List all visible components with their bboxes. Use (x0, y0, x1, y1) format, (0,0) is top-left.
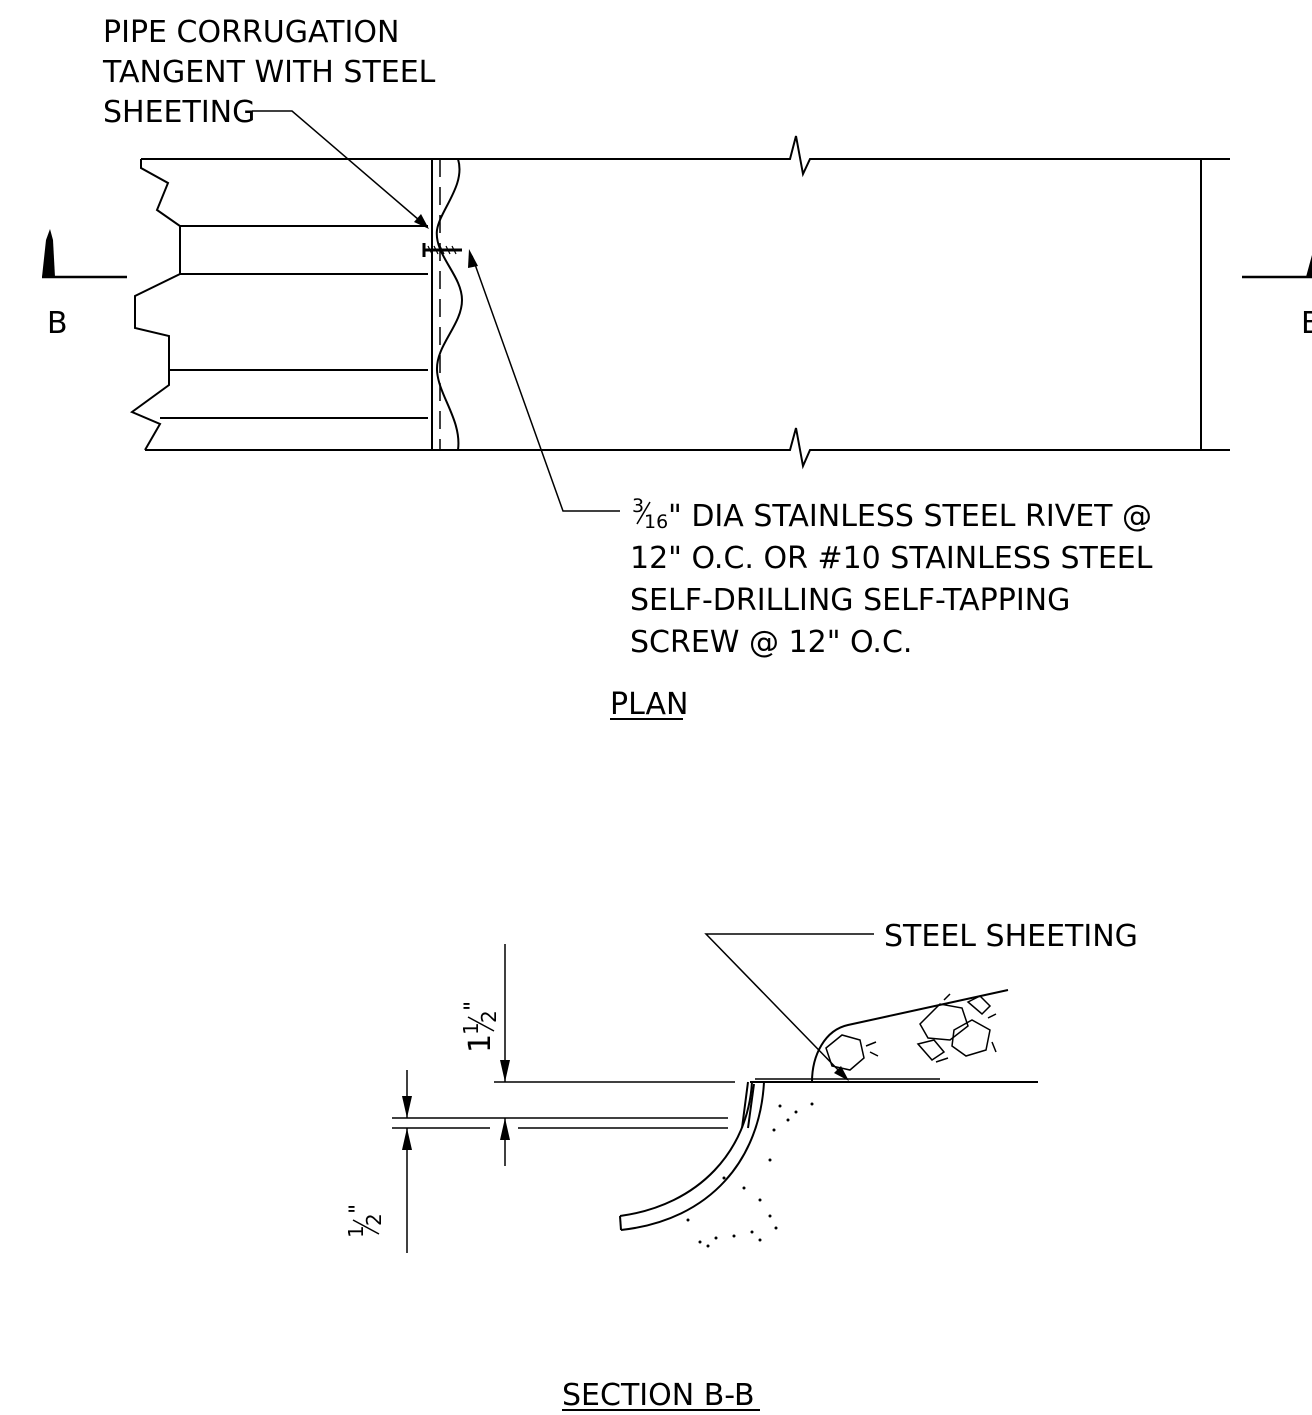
dimension-upper-text: 1 1 2 " (459, 1001, 501, 1053)
fastener-fraction-num: 3 (632, 495, 644, 517)
sheeting-bent-edge (741, 1081, 755, 1129)
section-cut-mark-right (1242, 255, 1312, 279)
pipe-wall-outer (619, 1081, 753, 1217)
soil-stipple (686, 1102, 814, 1248)
plan-view: PIPE CORRUGATION TANGENT WITH STEEL SHEE… (42, 15, 1312, 722)
dim-upper-slash (467, 1016, 495, 1032)
dimension-arrowheads (402, 1060, 510, 1150)
dim-upper-mark: " (461, 1001, 486, 1011)
pipe-wall-end (619, 1215, 622, 1231)
dimension-lines (392, 944, 735, 1253)
section-mark-left-label: B (47, 306, 68, 341)
section-mark-right-label: B (1301, 306, 1312, 341)
fastener-fraction-slash (636, 501, 651, 525)
section-cut-mark-left (42, 229, 127, 279)
pipe-wall-inner (620, 1081, 765, 1231)
sheeting-break-edge (129, 159, 181, 451)
fastener-line2: 12" O.C. OR #10 STAINLESS STEEL (630, 541, 1153, 576)
dim-lower-num: 1 (344, 1225, 368, 1238)
fastener-line1: " DIA STAINLESS STEEL RIVET @ (668, 499, 1152, 534)
riprap-mound (811, 989, 1009, 1083)
pipe-corrugation-profile (435, 158, 464, 451)
dim-upper-whole: 1 (463, 1034, 498, 1053)
fastener-screw-icon (422, 243, 462, 257)
dim-lower-mark: " (346, 1204, 371, 1214)
plan-bottom-edge (145, 427, 1230, 470)
plan-title: PLAN (610, 687, 688, 722)
callout-corrugation-line3: SHEETING (103, 95, 255, 130)
leader-fastener (471, 255, 620, 512)
callout-corrugation-line2: TANGENT WITH STEEL (102, 55, 436, 90)
callout-corrugation-line1: PIPE CORRUGATION (103, 15, 399, 50)
arrowhead-steel-sheeting (834, 1066, 849, 1081)
riprap-stones-icon (825, 993, 997, 1071)
leader-corrugation (252, 110, 427, 227)
fastener-line4: SCREW @ 12" O.C. (630, 625, 912, 660)
dim-lower-slash (352, 1219, 380, 1235)
section-title: SECTION B-B (562, 1378, 755, 1413)
callout-steel-sheeting: STEEL SHEETING (884, 919, 1138, 954)
dim-lower-den: 2 (362, 1213, 386, 1226)
fastener-line3: SELF-DRILLING SELF-TAPPING (630, 583, 1070, 618)
dim-upper-num: 1 (459, 1022, 483, 1035)
plan-top-edge (141, 135, 1230, 178)
dimension-lower-text: 1 2 " (344, 1204, 386, 1238)
dim-upper-den: 2 (477, 1010, 501, 1023)
fastener-fraction-den: 16 (644, 511, 668, 533)
leader-steel-sheeting (704, 933, 874, 1079)
arrowhead-fastener (468, 249, 478, 268)
section-view: STEEL SHEETING (344, 919, 1138, 1413)
